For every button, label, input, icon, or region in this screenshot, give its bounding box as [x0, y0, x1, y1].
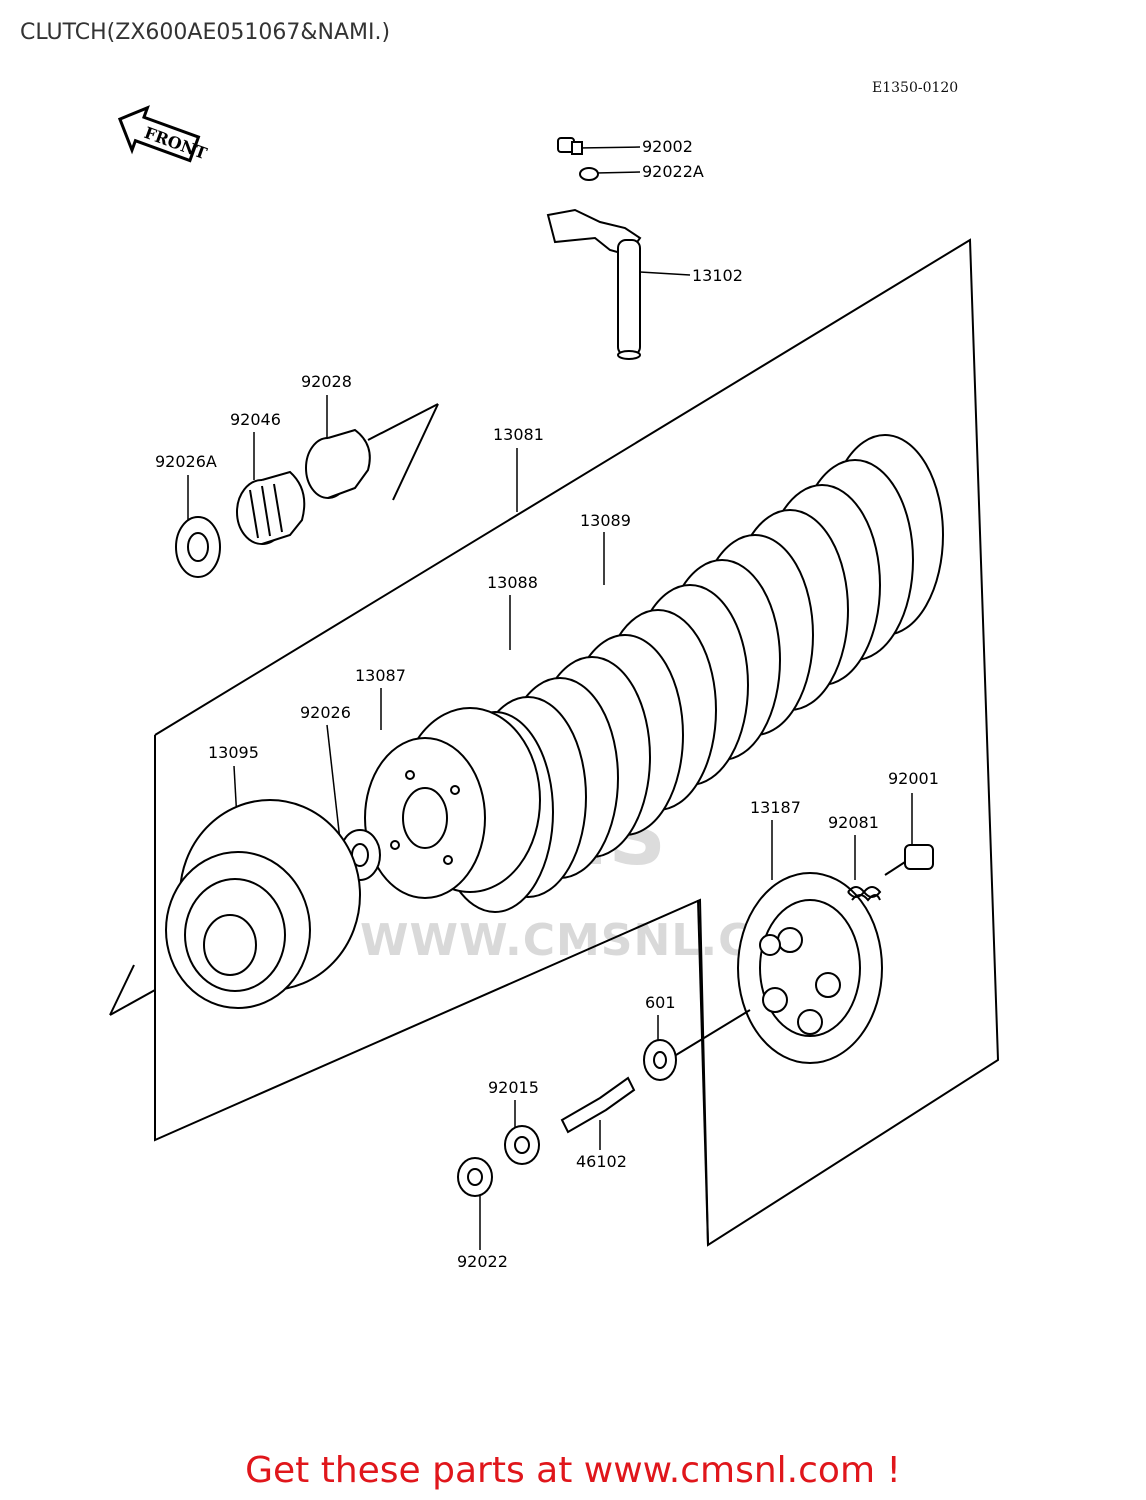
- part-label-92002[interactable]: 92002: [642, 137, 693, 156]
- drawing-code: E1350-0120: [872, 80, 959, 96]
- part-label-46102[interactable]: 46102: [576, 1152, 627, 1171]
- bolt-92001-icon: [884, 844, 934, 876]
- part-label-92028[interactable]: 92028: [301, 372, 352, 391]
- clutch-hub-13087-icon: [364, 707, 541, 899]
- collar-92028-icon: [305, 428, 371, 499]
- bolt-92002-icon: [557, 137, 583, 155]
- part-label-13088[interactable]: 13088: [487, 573, 538, 592]
- part-label-92081[interactable]: 92081: [828, 813, 879, 832]
- part-label-92022a[interactable]: 92022A: [642, 162, 704, 181]
- spring-92081-icon: [847, 886, 882, 902]
- assembly-outline: [109, 238, 1000, 1247]
- washer-92022-icon: [457, 1157, 493, 1197]
- part-label-13089[interactable]: 13089: [580, 511, 631, 530]
- release-shaft-13102-icon: [546, 208, 642, 360]
- pushrod-46102-icon: [560, 1076, 636, 1134]
- washer-92026a-icon: [175, 516, 221, 578]
- clutch-housing-13095-icon: [165, 799, 361, 1009]
- part-label-601[interactable]: 601: [645, 993, 676, 1012]
- bearing-601-icon: [643, 1009, 751, 1081]
- nut-92015-icon: [504, 1125, 540, 1165]
- part-label-13081[interactable]: 13081: [493, 425, 544, 444]
- part-label-92001[interactable]: 92001: [888, 769, 939, 788]
- leader-lines: [187, 146, 913, 1250]
- part-label-92026a[interactable]: 92026A: [155, 452, 217, 471]
- part-label-13087[interactable]: 13087: [355, 666, 406, 685]
- part-label-13095[interactable]: 13095: [208, 743, 259, 762]
- part-label-13102[interactable]: 13102: [692, 266, 743, 285]
- washer-92022a-icon: [579, 167, 599, 181]
- part-label-92022[interactable]: 92022: [457, 1252, 508, 1271]
- part-label-13187[interactable]: 13187: [750, 798, 801, 817]
- needle-bearing-92046-icon: [236, 470, 306, 545]
- front-arrow-icon: FRONT: [117, 105, 210, 163]
- part-label-92046[interactable]: 92046: [230, 410, 281, 429]
- pressure-plate-13187-icon: [737, 872, 883, 1064]
- part-label-92026[interactable]: 92026: [300, 703, 351, 722]
- part-label-92015[interactable]: 92015: [488, 1078, 539, 1097]
- shop-link[interactable]: Get these parts at www.cmsnl.com !: [245, 1450, 901, 1491]
- page-title: CLUTCH(ZX600AE051067&NAMI.): [20, 20, 391, 45]
